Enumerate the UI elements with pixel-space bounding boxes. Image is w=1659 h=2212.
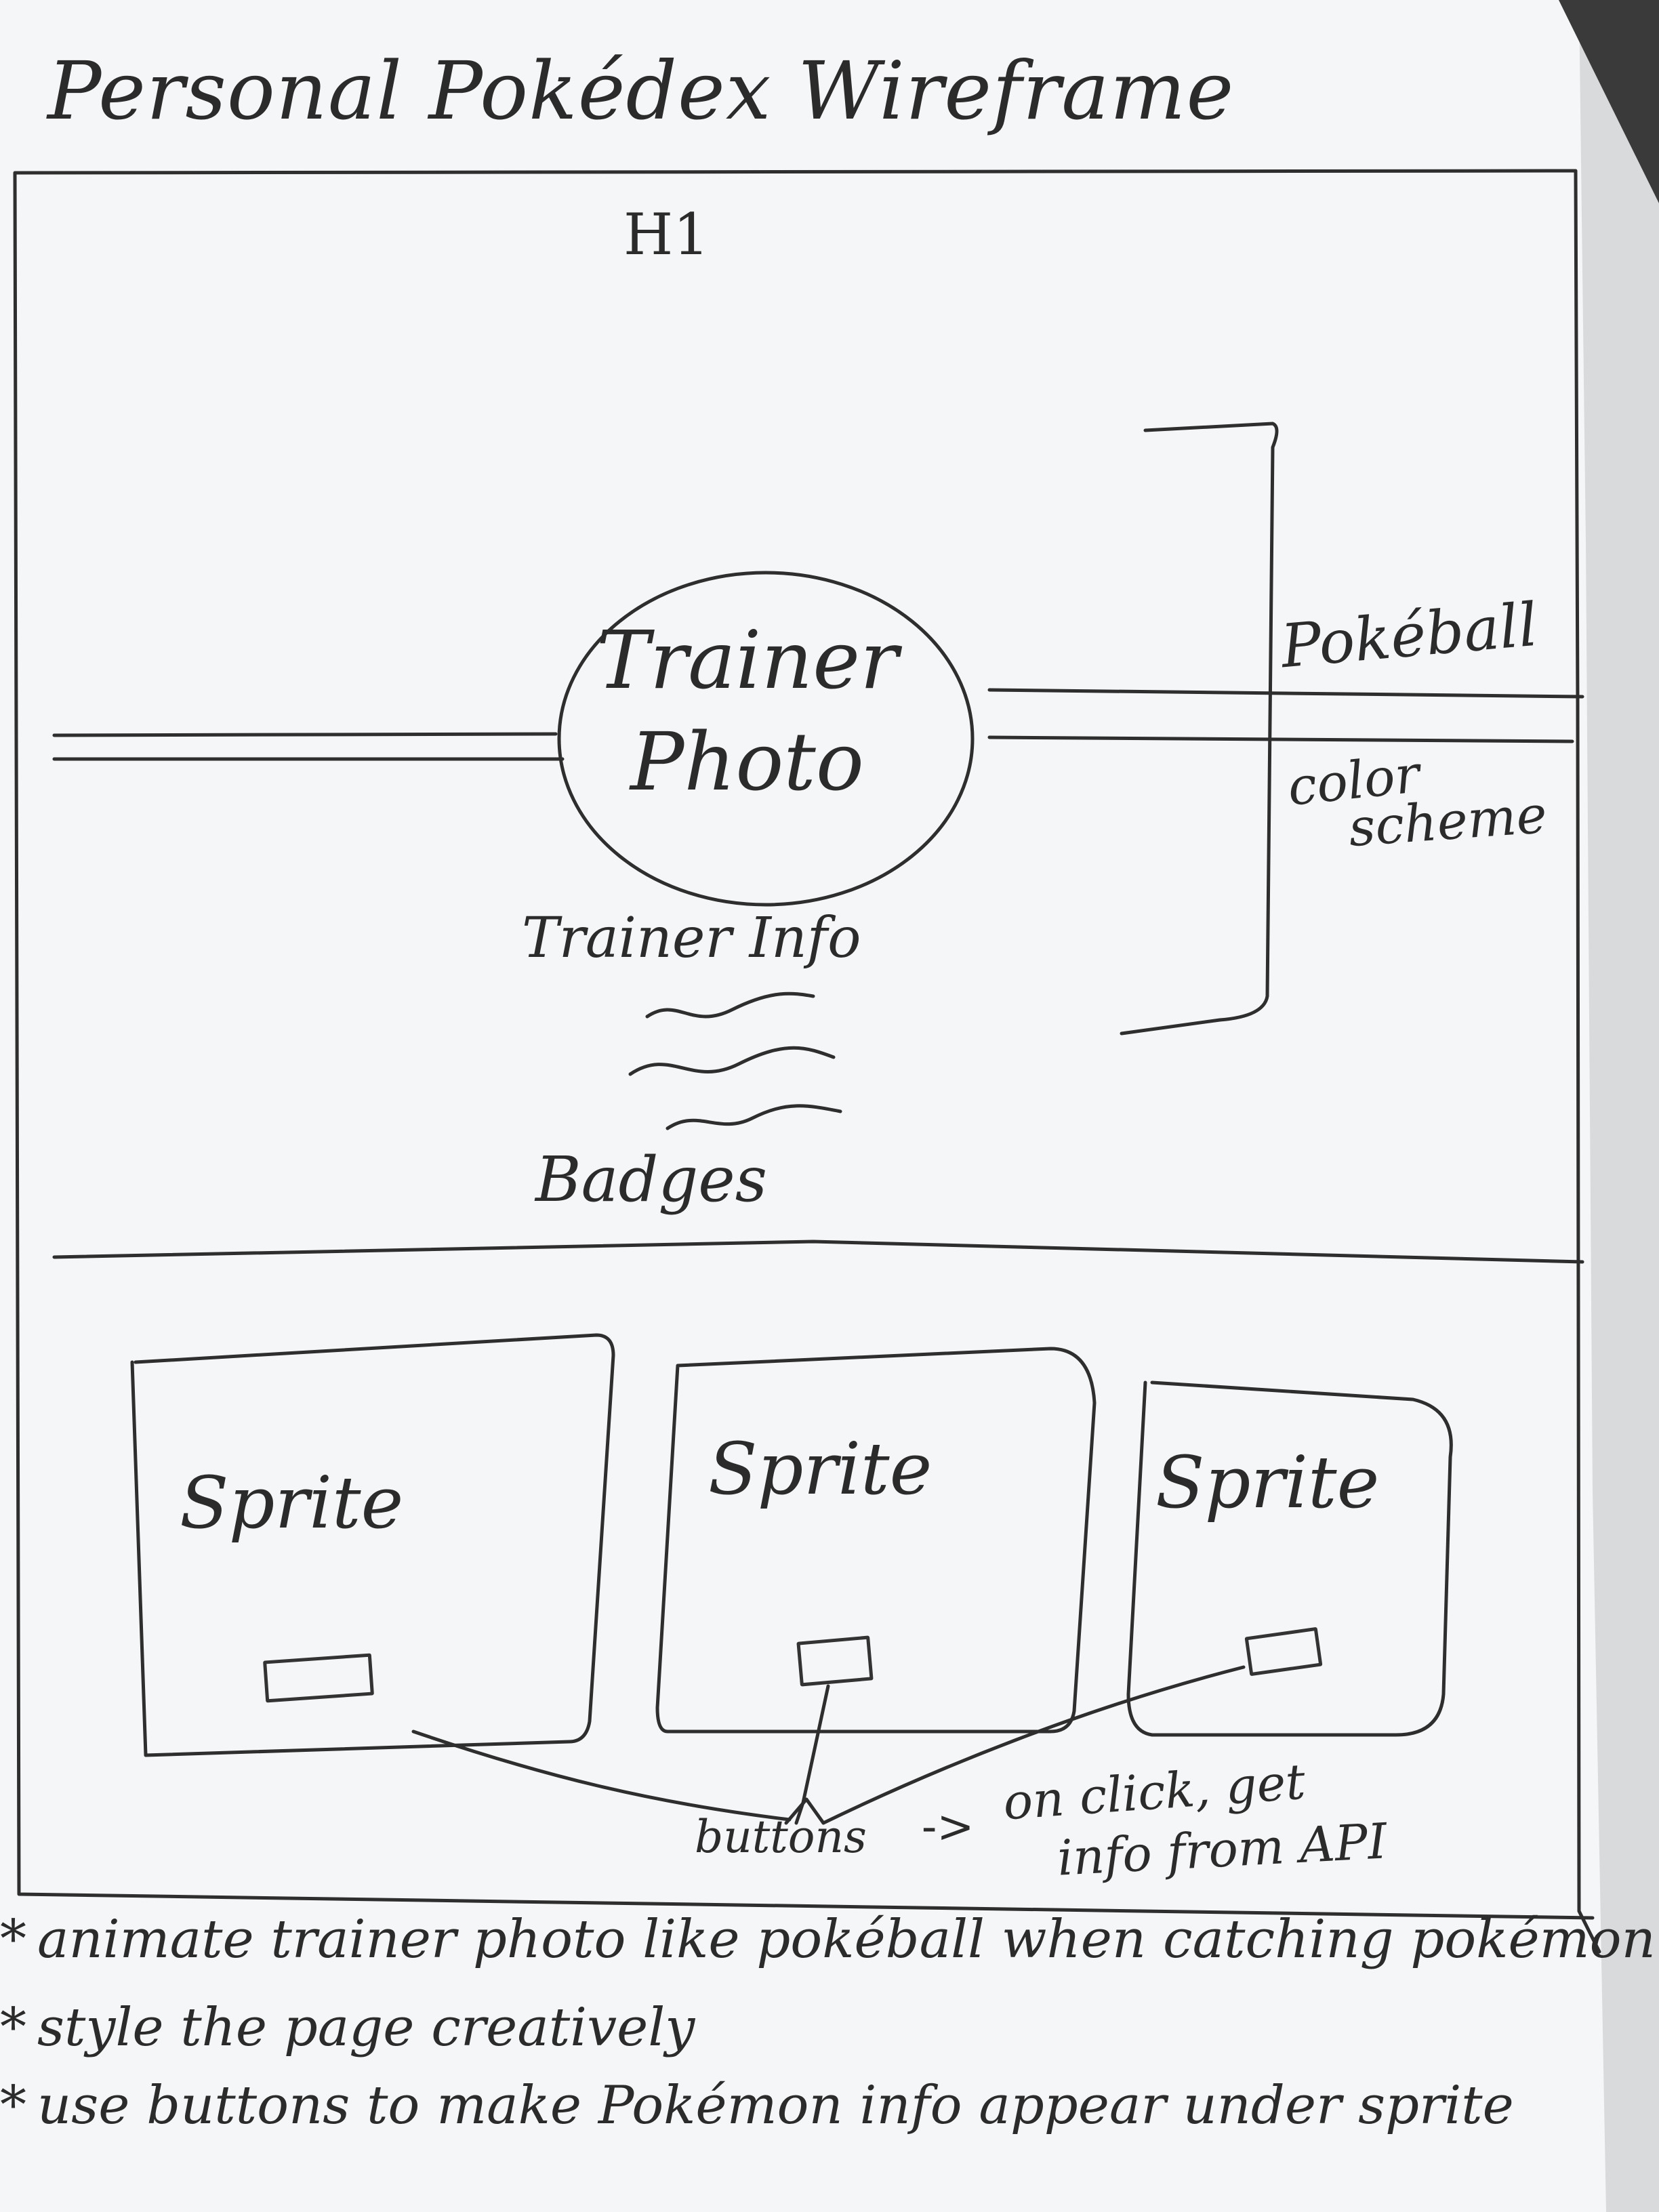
note-item: *animate trainer photo like pokéball whe… xyxy=(0,1909,1656,1970)
sprite-card-2 xyxy=(655,1347,1097,1734)
note-text: animate trainer photo like pokéball when… xyxy=(37,1909,1656,1970)
header-divider-top xyxy=(52,688,1584,737)
note-bullet: * xyxy=(0,2075,26,2136)
info-squiggle-2 xyxy=(628,1046,836,1076)
trainer-info-label: Trainer Info xyxy=(522,906,861,970)
h1-label: H1 xyxy=(623,201,710,268)
connector-join xyxy=(784,1797,825,1825)
note-bullet: * xyxy=(0,1997,26,2058)
note-text: style the page creatively xyxy=(37,1997,695,2058)
info-squiggle-3 xyxy=(665,1104,842,1130)
buttons-label: buttons xyxy=(695,1811,867,1863)
sprite-card-1 xyxy=(130,1333,615,1757)
note-bullet: * xyxy=(0,1909,26,1970)
note-item: *use buttons to make Pokémon info appear… xyxy=(0,2075,1514,2136)
sprite-label-1: Sprite xyxy=(180,1461,404,1544)
sprite-label-2: Sprite xyxy=(708,1427,933,1511)
sprite-button-2[interactable] xyxy=(796,1635,874,1687)
sprite-button-1[interactable] xyxy=(263,1653,374,1703)
note-text: use buttons to make Pokémon info appear … xyxy=(37,2075,1514,2136)
scheme-note: scheme xyxy=(1347,783,1549,859)
section-divider xyxy=(52,1240,1584,1264)
arrow-label: -> xyxy=(922,1801,975,1853)
sprite-label-3: Sprite xyxy=(1155,1441,1380,1524)
trainer-photo-circle xyxy=(557,571,975,907)
connector-1 xyxy=(411,1729,792,1822)
page-title: Personal Pokédex Wireframe xyxy=(47,44,1235,138)
sprite-card-3 xyxy=(1126,1380,1453,1737)
connector-3 xyxy=(821,1665,1246,1825)
header-divider-bottom xyxy=(52,735,1574,761)
trainer-photo-label-line1: Trainer xyxy=(596,613,899,707)
color-scheme-bracket xyxy=(1120,422,1279,1036)
trainer-photo-label-line2: Photo xyxy=(630,715,864,808)
connector-2 xyxy=(794,1684,830,1825)
badges-label: Badges xyxy=(535,1143,767,1216)
info-squiggle-1 xyxy=(645,991,815,1019)
note-item: *style the page creatively xyxy=(0,1999,695,2057)
page-frame xyxy=(13,169,1601,1954)
